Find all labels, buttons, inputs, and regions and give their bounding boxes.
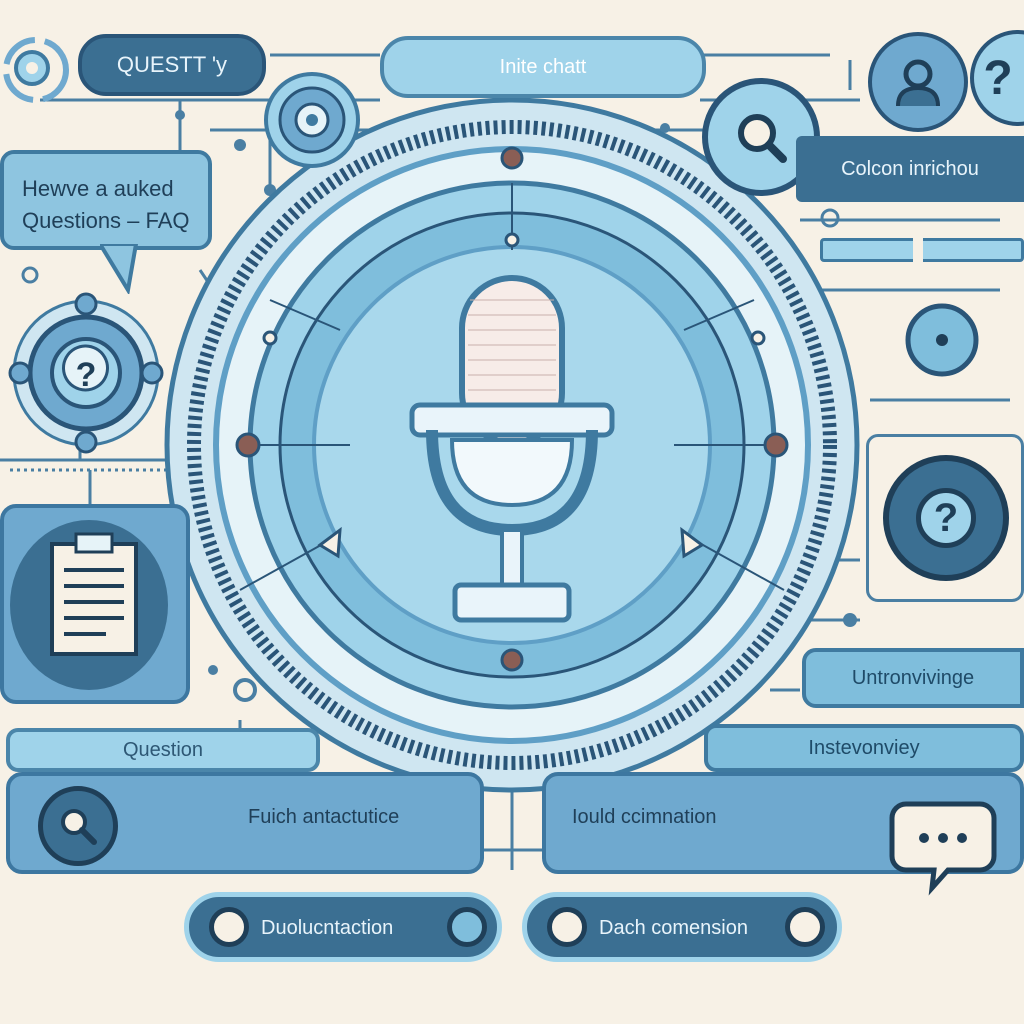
search-button[interactable] xyxy=(38,786,118,866)
question-pill[interactable]: Question xyxy=(6,728,320,772)
user-avatar-button[interactable] xyxy=(868,32,968,132)
question-icon: ? xyxy=(916,488,976,548)
chat-pill[interactable]: Inite chatt xyxy=(380,36,706,98)
bottom-left-button-label: Duolucntaction xyxy=(261,917,394,939)
right-callout-banner[interactable]: Colcon inrichou xyxy=(796,136,1024,202)
faq-card-line1: Hewve a auked xyxy=(22,176,174,201)
target-icon xyxy=(264,72,360,168)
progress-bar xyxy=(820,238,1024,262)
document-icon xyxy=(50,532,138,656)
right-status-pill[interactable]: Untronvivinge xyxy=(802,648,1024,708)
radio-button-icon xyxy=(547,907,587,947)
bottom-right-button[interactable]: Dach comension xyxy=(522,892,842,962)
faq-card-tail xyxy=(100,244,139,294)
help-button[interactable]: ? xyxy=(970,30,1024,126)
bottom-right-button-label: Dach comension xyxy=(599,917,748,939)
query-pill[interactable]: QUESTT 'y xyxy=(78,34,266,96)
interview-pill[interactable]: Instevonviey xyxy=(704,724,1024,772)
record-icon[interactable] xyxy=(904,302,980,378)
question-panel[interactable]: ? xyxy=(866,434,1024,602)
search-icon xyxy=(738,114,787,163)
interview-pill-label: Instevonviey xyxy=(808,736,920,759)
svg-text:?: ? xyxy=(76,356,97,394)
bottom-left-button[interactable]: Duolucntaction xyxy=(184,892,502,962)
chat-bubble-icon[interactable] xyxy=(888,796,998,896)
search-icon xyxy=(61,809,97,845)
radio-button-icon xyxy=(447,907,487,947)
question-icon: ? xyxy=(983,51,1013,105)
bottom-left-panel[interactable]: Fuich antactutice xyxy=(6,772,484,874)
query-pill-label: QUESTT 'y xyxy=(116,52,228,77)
faq-card-line2: Questions – FAQ xyxy=(22,208,190,233)
loading-icon xyxy=(3,37,69,103)
right-status-label: Untronvivinge xyxy=(851,666,975,689)
chat-pill-label: Inite chatt xyxy=(499,55,587,78)
right-callout-label: Colcon inrichou xyxy=(841,157,979,180)
bottom-right-panel-label: Iould ccimnation xyxy=(572,806,717,828)
radio-button-icon xyxy=(209,907,249,947)
document-panel[interactable] xyxy=(0,504,190,704)
radio-button-icon xyxy=(785,907,825,947)
bottom-left-panel-label: Fuich antactutice xyxy=(248,806,400,828)
faq-card[interactable]: Hewve a auked Questions – FAQ xyxy=(0,150,212,250)
question-panel-button[interactable]: ? xyxy=(883,455,1009,581)
user-icon xyxy=(896,59,940,107)
help-gear-icon[interactable]: ? xyxy=(6,288,166,458)
question-pill-label: Question xyxy=(122,738,204,761)
